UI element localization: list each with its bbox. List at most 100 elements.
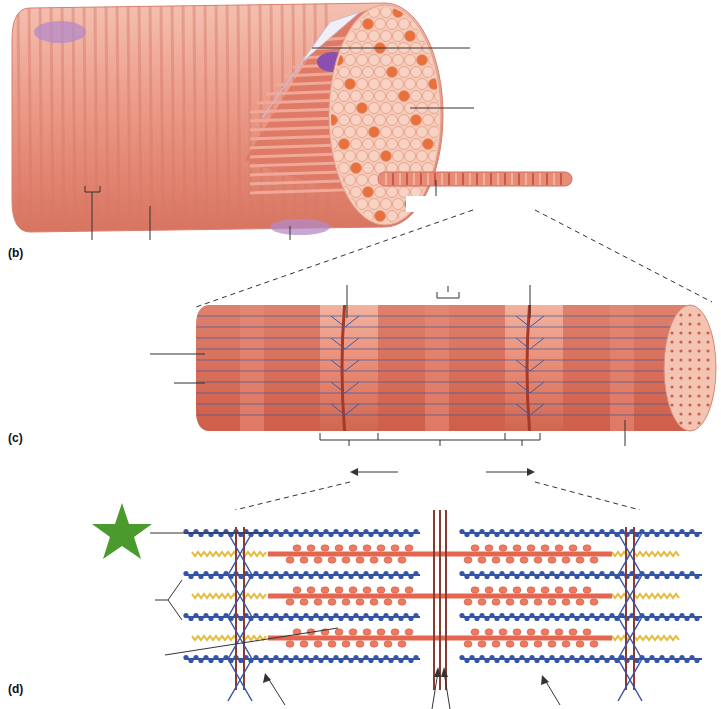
sarcomere [273,613,278,618]
sarcomere [370,641,378,647]
striation [139,0,141,240]
sarcomere [398,574,403,579]
sarcomere [509,613,514,618]
sarcomere [484,574,489,579]
filament-section [670,394,673,397]
myofibril-section [411,115,422,126]
sarcomere [413,571,418,576]
sarcomere [313,655,318,660]
myofibril-section [393,31,404,42]
filament-section [679,358,682,361]
sarcomere [489,655,494,660]
myofibril-section [399,187,410,198]
striation [128,0,130,240]
myofibril-section [333,127,344,138]
sarcomere [694,616,699,621]
sarcomere [318,658,323,663]
myofibril-section [321,7,332,18]
sarcomere [514,532,519,537]
sarcomere [574,658,579,663]
myofibril-section [351,139,362,150]
leader-line [378,433,505,446]
sarcomere [529,571,534,576]
sarcomere [569,655,574,660]
filament-section [706,394,709,397]
filament-section [688,421,691,424]
sarcomere [328,574,333,579]
sarcomere [300,599,308,605]
sarcomere [684,532,689,537]
filament-section [706,340,709,343]
sarcomere [694,658,699,663]
sarcomere [644,658,649,663]
myofibril-section [321,31,332,42]
sarcomere [283,571,288,576]
striation [84,0,86,240]
filament-section [679,403,682,406]
sarcomere [554,574,559,579]
arrowhead [527,468,535,476]
sarcomere [634,552,679,556]
sarcomere [313,613,318,618]
sarcomere [649,655,654,660]
sarcomere [358,574,363,579]
sarcomere [492,557,500,563]
sarcomere [569,545,577,551]
sarcomere [328,557,336,563]
myofibril-section [411,91,422,102]
sarcomere [674,658,679,663]
myofibril-striation [420,173,422,185]
filament-section [679,385,682,388]
sarcomere [314,557,322,563]
sarcomere [383,571,388,576]
sarcomere [479,655,484,660]
sarcomere [303,571,308,576]
sarcomere [378,532,383,537]
sarcomere [599,613,604,618]
sarcomere [405,545,413,551]
sarcomere [393,571,398,576]
sarcomere [439,510,441,690]
sarcomere [288,658,293,663]
sarcomere [506,641,514,647]
filament-section [688,349,691,352]
sarcomere [268,658,273,663]
myofibril-section [381,199,392,210]
sarcomere [634,594,679,598]
sarcomere [689,529,694,534]
sarcomere [218,658,223,663]
sarcomere [504,658,509,663]
myofibril-end [664,305,716,431]
sarcomere [263,655,268,660]
myofibril-section [429,127,440,138]
sarcomere [192,594,237,598]
sarcomere [584,532,589,537]
sarcomere [253,655,258,660]
sarcomere [684,616,689,621]
sarcomere [689,613,694,618]
sarcomere [618,659,642,701]
sarcomere [298,532,303,537]
band [146,316,174,327]
filament-section [679,340,682,343]
blank-label [130,240,185,275]
blank-label [505,268,553,285]
myofibril-section [345,127,356,138]
myofibril-striation [476,173,478,185]
myofibril-section [345,151,356,162]
blank-label [398,446,486,460]
leader-line [150,284,625,472]
sarcomere [308,616,313,621]
sarcomere [198,658,203,663]
myofibril-striation [413,173,415,185]
sarcomere [464,532,469,537]
sarcomere [288,574,293,579]
sarcomere [649,571,654,576]
myofibril-section [339,187,350,198]
sarcomere [213,571,218,576]
sarcomere [544,658,549,663]
band [240,300,264,440]
sarcomere [348,574,353,579]
sarcomere [348,616,353,621]
sarcomere [534,557,542,563]
